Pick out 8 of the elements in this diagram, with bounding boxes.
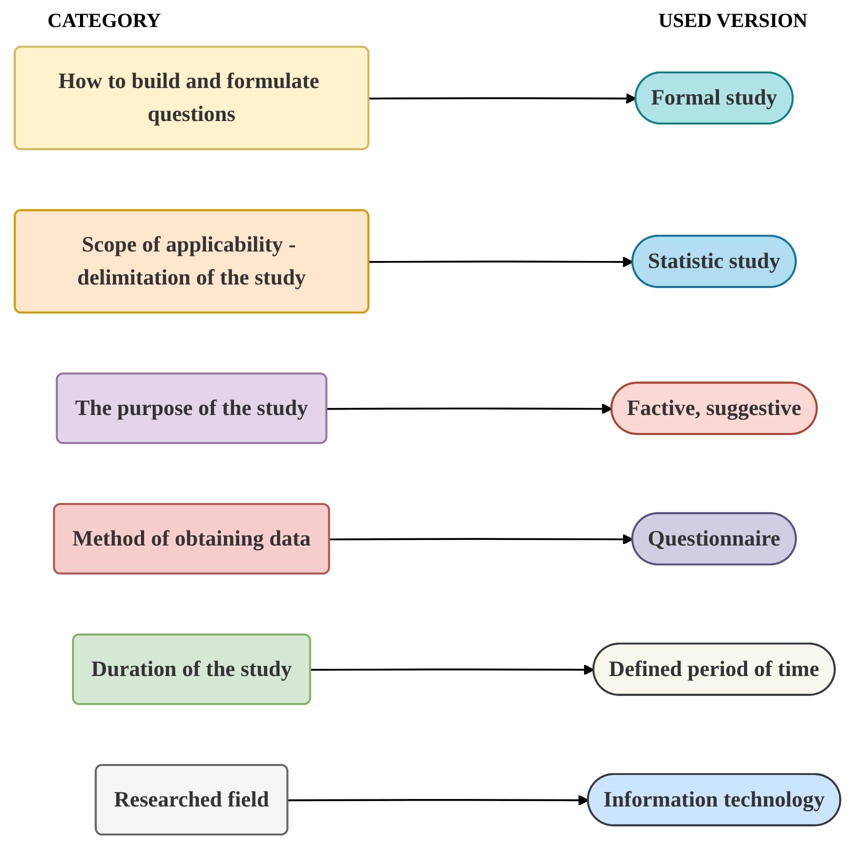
arrow bbox=[368, 256, 634, 268]
arrow bbox=[288, 794, 589, 806]
arrow bbox=[326, 404, 612, 414]
arrow bbox=[310, 664, 594, 676]
column-heading: USED VERSION bbox=[658, 10, 808, 33]
column-heading: CATEGORY bbox=[48, 10, 161, 33]
arrow bbox=[368, 93, 636, 104]
arrow bbox=[330, 534, 634, 545]
